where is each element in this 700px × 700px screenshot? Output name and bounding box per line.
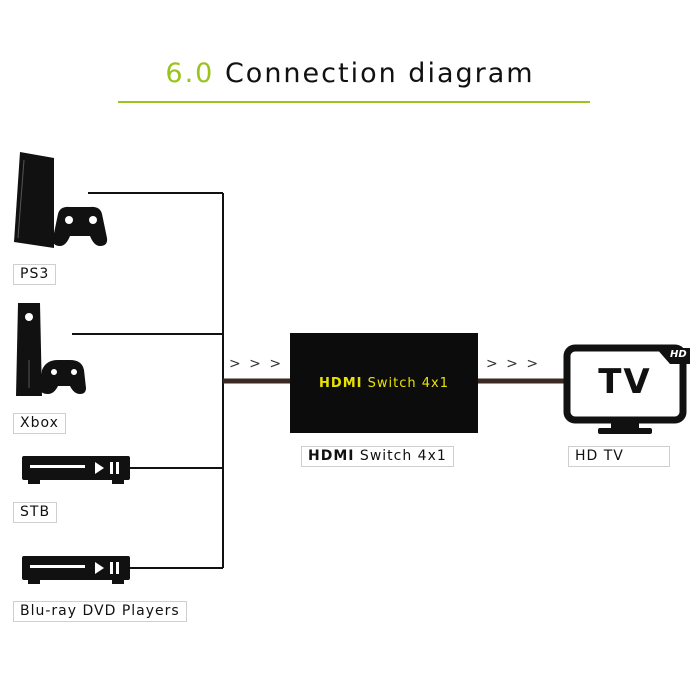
tv-screen-text: TV [598,362,652,402]
section-number: 6.0 [165,58,215,89]
label-hd-tv: HD TV [568,446,670,467]
stb-device-icon [22,456,130,484]
wiring [72,192,224,569]
ps3-controller-icon [52,206,108,246]
xbox-controller-icon [40,360,86,394]
xbox-console-icon [16,303,42,396]
section-title: Connection diagram [224,58,535,89]
switch-device-text: HDMI Switch 4x1 [290,376,478,391]
label-xbox: Xbox [13,413,66,434]
label-ps3: PS3 [13,264,57,285]
label-hdmi-switch-bold: HDMI [308,448,355,464]
switch-device-text-bold: HDMI [319,376,363,391]
hdmi-switch-device: HDMI Switch 4x1 [290,333,478,433]
diagram-title: 6.0 Connection diagram [0,58,700,89]
ps3-console-icon [14,152,54,248]
label-stb: STB [13,502,58,523]
bluray-device-icon [22,556,130,584]
label-hdmi-switch-rest: Switch 4x1 [354,448,447,464]
arrows-output: > > > [486,356,541,372]
arrows-input: > > > [229,356,284,372]
title-underline [118,101,590,103]
hd-badge-icon [656,348,690,364]
label-hdmi-switch: HDMI Switch 4x1 [301,446,454,467]
tv-icon [563,344,690,434]
label-bluray: Blu-ray DVD Players [13,601,187,622]
hd-badge-text: HD [670,349,687,360]
switch-device-text-rest: Switch 4x1 [362,376,449,391]
